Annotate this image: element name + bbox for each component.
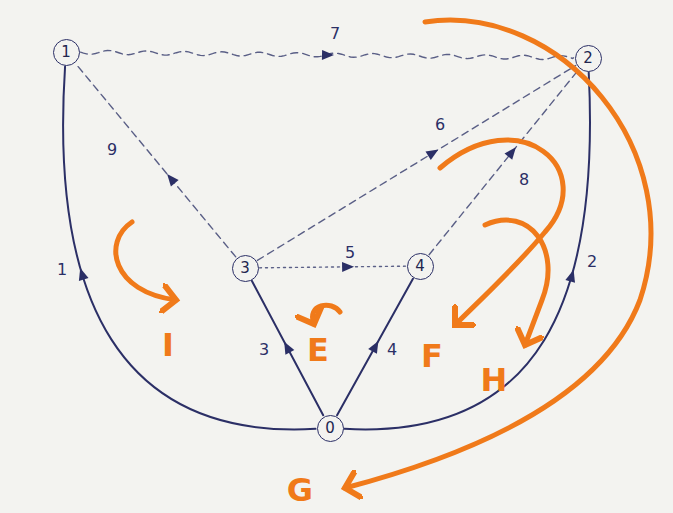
arrow-head	[322, 50, 334, 60]
graph-edge	[337, 279, 413, 416]
vertex-circle: 3	[232, 255, 259, 282]
vertex-number: 3	[240, 261, 250, 276]
vertex-circle: 1	[53, 39, 80, 66]
annotation-letter: H	[481, 364, 508, 396]
edge-line	[259, 266, 405, 268]
edge-number: 2	[585, 254, 599, 270]
edge-number: 7	[328, 26, 342, 42]
vertex-number: 1	[61, 45, 71, 60]
annotation-letter: F	[421, 340, 443, 372]
arrow-head	[368, 341, 378, 354]
graph-edge	[344, 72, 590, 429]
arrow-head	[79, 268, 89, 281]
arrow-head	[565, 270, 575, 283]
graph-edge	[63, 66, 315, 429]
graph-edge	[75, 63, 235, 257]
arrow-head	[284, 342, 294, 355]
edge-line	[344, 72, 590, 429]
graph-edge	[81, 50, 574, 60]
vertex-circle: 4	[407, 253, 434, 280]
edge-line	[75, 63, 235, 257]
vertex-number: 0	[325, 421, 335, 436]
edge-number: 9	[105, 142, 119, 158]
orange-arrow	[485, 220, 548, 345]
edge-line	[63, 66, 315, 429]
annotation-letter: E	[307, 334, 329, 366]
edge-number: 4	[385, 342, 399, 358]
orange-arrow	[116, 222, 176, 300]
annotation-letter: G	[287, 474, 313, 506]
arrow-head	[167, 174, 179, 186]
edge-number: 3	[257, 342, 271, 358]
arrow-head	[342, 262, 354, 272]
edge-number: 8	[517, 172, 531, 188]
edge-line	[81, 51, 574, 60]
graph-edge	[259, 262, 405, 272]
vertex-circle: 2	[575, 45, 602, 72]
graph-edge	[257, 66, 575, 261]
arrow-head	[505, 147, 516, 160]
orange-arrow	[312, 305, 340, 324]
arrow-head	[426, 150, 439, 161]
vertex-number: 4	[415, 259, 425, 274]
vertex-number: 2	[583, 51, 593, 66]
vertex-circle: 0	[317, 415, 344, 442]
edge-number: 6	[433, 117, 447, 133]
orange-arrow	[345, 20, 651, 488]
edge-line	[257, 66, 575, 261]
edge-line	[337, 279, 413, 416]
edge-number: 5	[343, 245, 357, 261]
annotation-letter: I	[162, 329, 174, 361]
edge-number: 1	[55, 262, 69, 278]
